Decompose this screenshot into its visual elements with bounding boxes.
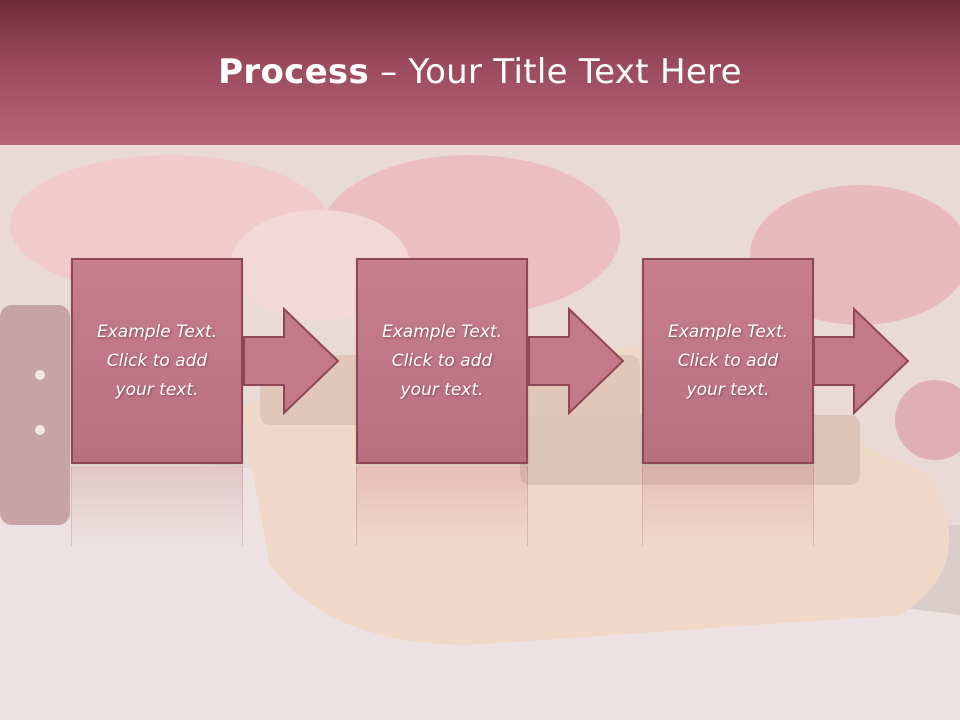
- slide-title[interactable]: Process – Your Title Text Here: [0, 52, 960, 92]
- step-2-line-3: your text.: [400, 379, 484, 400]
- step-text-1: Example Text. Click to add your text.: [91, 318, 223, 405]
- step-2-line-2: Click to add: [391, 350, 493, 371]
- step-1-line-1: Example Text.: [96, 321, 218, 342]
- step-2-line-1: Example Text.: [381, 321, 503, 342]
- right-arrow-icon: [242, 307, 342, 415]
- title-rest: – Your Title Text Here: [369, 52, 742, 92]
- right-arrow-icon: [812, 307, 912, 415]
- step-box-1-reflection: [71, 466, 243, 546]
- step-3-line-1: Example Text.: [667, 321, 789, 342]
- step-box-2-reflection: [356, 466, 528, 546]
- step-1-line-3: your text.: [115, 379, 199, 400]
- step-box-1[interactable]: Example Text. Click to add your text.: [71, 258, 243, 464]
- step-3-line-3: your text.: [686, 379, 770, 400]
- step-box-3[interactable]: Example Text. Click to add your text.: [642, 258, 814, 464]
- step-1-line-2: Click to add: [106, 350, 208, 371]
- step-3-line-2: Click to add: [677, 350, 779, 371]
- step-box-3-reflection: [642, 466, 814, 546]
- right-arrow-icon: [527, 307, 627, 415]
- title-bold: Process: [218, 52, 370, 92]
- title-band: [0, 0, 960, 145]
- step-box-2[interactable]: Example Text. Click to add your text.: [356, 258, 528, 464]
- step-text-2: Example Text. Click to add your text.: [376, 318, 508, 405]
- step-text-3: Example Text. Click to add your text.: [662, 318, 794, 405]
